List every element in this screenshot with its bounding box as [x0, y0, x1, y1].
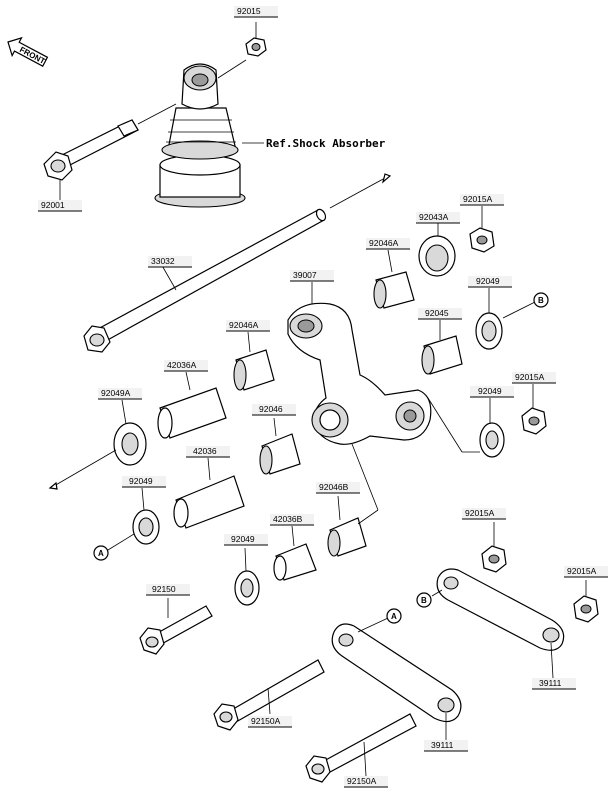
tag-92015A-low: 92015A — [462, 508, 506, 520]
svg-text:92046B: 92046B — [319, 482, 349, 492]
bearing-92045 — [421, 320, 463, 375]
callout-a-lower: A — [386, 608, 402, 624]
svg-text:A: A — [98, 549, 104, 558]
svg-text:92049: 92049 — [478, 386, 502, 396]
svg-text:39111: 39111 — [539, 678, 562, 688]
svg-text:33032: 33032 — [151, 256, 175, 266]
tag-92045: 92045 — [418, 308, 462, 320]
tie-rod-39111-lower — [331, 617, 462, 740]
svg-text:92049A: 92049A — [101, 388, 131, 398]
nut-92015A-right — [521, 384, 547, 435]
bolt-92001 — [43, 103, 177, 200]
svg-text:B: B — [538, 296, 544, 305]
tag-39111-upper: 39111 — [532, 678, 576, 690]
svg-text:A: A — [391, 612, 397, 621]
tag-33032: 33032 — [148, 256, 192, 268]
bearing-92046A-upper — [373, 249, 415, 309]
tag-92046: 92046 — [252, 404, 296, 416]
shaft-33032 — [83, 173, 392, 353]
tag-92046A-upper: 92046A — [366, 238, 410, 250]
nut-92015A-upper — [469, 206, 495, 253]
svg-text:92150A: 92150A — [347, 776, 377, 786]
svg-text:92046A: 92046A — [369, 238, 399, 248]
tag-92049-left: 92049 — [122, 476, 166, 488]
svg-text:92015A: 92015A — [567, 566, 597, 576]
callout-a-left: A — [93, 545, 109, 561]
svg-text:92015: 92015 — [237, 6, 261, 16]
svg-text:42036A: 42036A — [167, 360, 197, 370]
svg-text:92001: 92001 — [41, 200, 65, 210]
bolt-92150A-low — [305, 713, 417, 783]
tag-92049-right-mid: 92049 — [470, 386, 514, 398]
tag-42036B: 42036B — [270, 514, 314, 526]
front-arrow-icon: FRONT — [7, 36, 49, 67]
callout-b-upper: B — [533, 292, 549, 308]
bolt-92150A-mid — [213, 659, 325, 731]
svg-text:B: B — [421, 596, 427, 605]
bolt-92150 — [139, 598, 213, 655]
svg-text:92045: 92045 — [425, 308, 449, 318]
tag-92015A-right: 92015A — [512, 372, 556, 384]
svg-text:92150: 92150 — [152, 584, 176, 594]
tag-92015A-far: 92015A — [564, 566, 608, 578]
tag-92150A-low: 92150A — [344, 776, 388, 788]
svg-text:39007: 39007 — [293, 270, 317, 280]
seal-92043A — [418, 222, 456, 277]
seal-92049-upper — [475, 288, 536, 350]
svg-text:92046: 92046 — [259, 404, 283, 414]
tag-92150A-mid: 92150A — [248, 716, 292, 728]
tag-92049-right-upper: 92049 — [468, 276, 512, 288]
washer-92049A — [48, 399, 147, 490]
seal-92049-low — [234, 547, 260, 606]
svg-text:42036: 42036 — [193, 446, 217, 456]
tag-92046B: 92046B — [316, 482, 360, 494]
tag-39111-lower: 39111 — [424, 740, 468, 752]
svg-text:92049: 92049 — [476, 276, 500, 286]
bearing-92046A-left — [233, 331, 275, 391]
svg-text:92015A: 92015A — [463, 194, 493, 204]
tag-92043A: 92043A — [416, 212, 460, 224]
callout-b-lower: B — [416, 592, 432, 608]
tag-92046A-left: 92046A — [226, 320, 270, 332]
collar-42036B — [273, 525, 317, 581]
tag-39007: 39007 — [290, 270, 334, 282]
tag-92015A-upper: 92015A — [460, 194, 504, 206]
seal-92049-left — [107, 487, 160, 551]
tag-92049A: 92049A — [98, 388, 142, 400]
svg-text:92049: 92049 — [231, 534, 255, 544]
tag-92001: 92001 — [38, 200, 82, 212]
bearing-92046B — [327, 443, 379, 557]
bearing-92046 — [259, 417, 301, 475]
collar-42036A — [157, 371, 227, 439]
svg-text:92049: 92049 — [129, 476, 153, 486]
tag-42036A: 42036A — [164, 360, 208, 372]
tag-92150: 92150 — [146, 584, 190, 596]
tag-92049-low: 92049 — [224, 534, 268, 546]
ref-shock-absorber-label: Ref.Shock Absorber — [266, 137, 386, 150]
nut-92015 — [217, 22, 267, 79]
svg-text:92015A: 92015A — [515, 372, 545, 382]
svg-text:92046A: 92046A — [229, 320, 259, 330]
shock-absorber-illustration — [154, 63, 246, 208]
tag-92015-top: 92015 — [234, 6, 278, 18]
seal-92049-mid — [427, 397, 505, 458]
svg-text:92043A: 92043A — [419, 212, 449, 222]
svg-text:42036B: 42036B — [273, 514, 303, 524]
tie-rod-39111-upper — [431, 568, 565, 679]
svg-text:39111: 39111 — [431, 740, 454, 750]
tag-42036: 42036 — [186, 446, 230, 458]
collar-42036 — [173, 457, 245, 529]
rocker-arm-39007 — [287, 282, 432, 445]
svg-text:92150A: 92150A — [251, 716, 281, 726]
nut-92015A-low — [481, 522, 507, 573]
nut-92015A-far — [573, 580, 599, 623]
svg-text:92015A: 92015A — [465, 508, 495, 518]
